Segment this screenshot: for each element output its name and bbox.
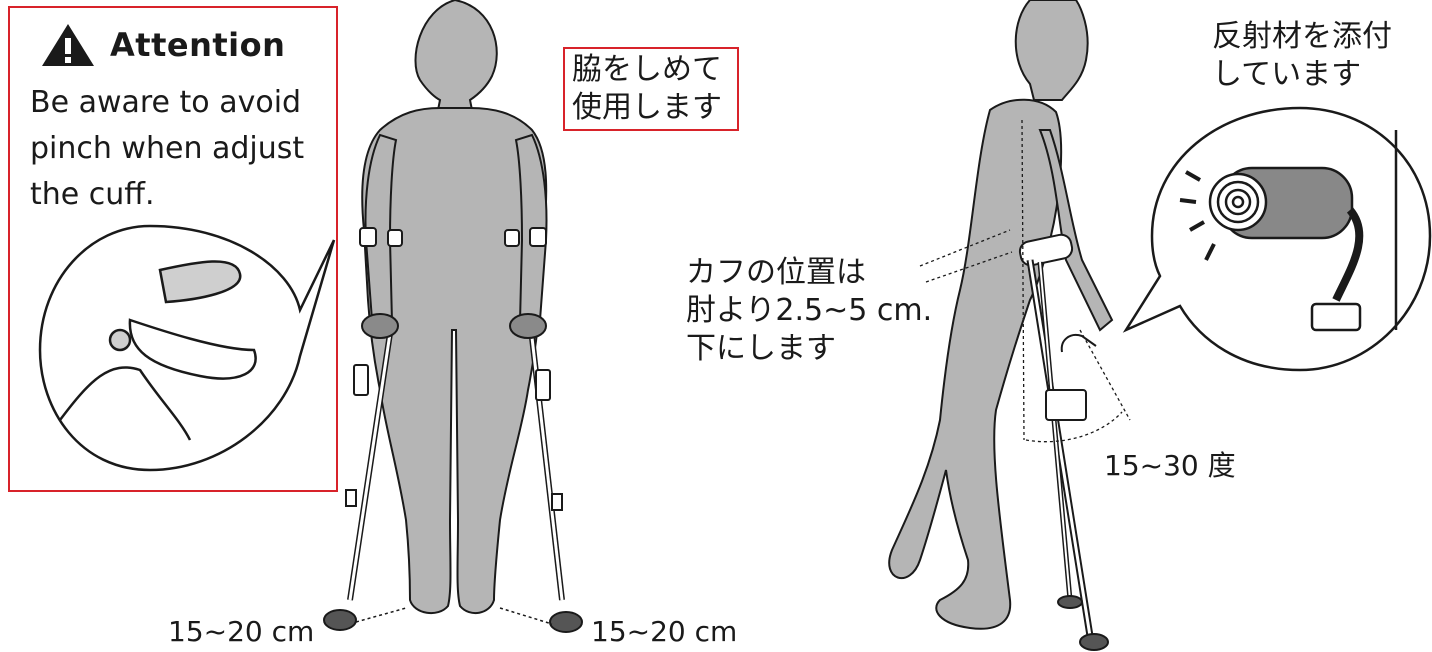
distance-label-left: 15~20 cm — [168, 615, 315, 648]
cuff-position-line: 肘より2.5~5 cm. — [686, 293, 933, 328]
distance-label-right: 15~20 cm — [591, 615, 738, 648]
armpit-note-line: 使用します — [572, 90, 722, 125]
attention-text: Be aware to avoid pinch when adjust the … — [30, 80, 340, 218]
armpit-note: 脇をしめて 使用します — [572, 51, 722, 127]
cuff-position-line: カフの位置は — [686, 255, 866, 290]
attention-line: Be aware to avoid — [30, 85, 302, 120]
reflector-callout — [1122, 106, 1432, 372]
side-crutch — [1018, 233, 1109, 651]
armpit-note-line: 脇をしめて — [572, 52, 722, 87]
attention-line: pinch when adjust — [30, 131, 305, 166]
reflector-note: 反射材を添付 しています — [1212, 18, 1392, 94]
reflector-note-line: しています — [1212, 57, 1362, 92]
armpit-note-box — [563, 47, 739, 131]
reflector-note-line: 反射材を添付 — [1212, 19, 1392, 54]
pinch-callout — [38, 224, 336, 472]
distance-lines — [355, 607, 553, 625]
cuff-position-note: カフの位置は 肘より2.5~5 cm. 下にします — [686, 254, 932, 368]
angle-label: 15~30 度 — [1104, 449, 1236, 482]
attention-box — [8, 6, 338, 492]
side-figure — [888, 0, 1114, 630]
front-figure — [361, 0, 548, 615]
angle-guides — [919, 119, 1131, 443]
attention-line: the cuff. — [30, 177, 155, 212]
attention-title: Attention — [110, 26, 286, 64]
cuff-position-line: 下にします — [686, 331, 836, 366]
front-crutches — [323, 227, 583, 633]
warning-triangle-icon — [42, 24, 94, 66]
